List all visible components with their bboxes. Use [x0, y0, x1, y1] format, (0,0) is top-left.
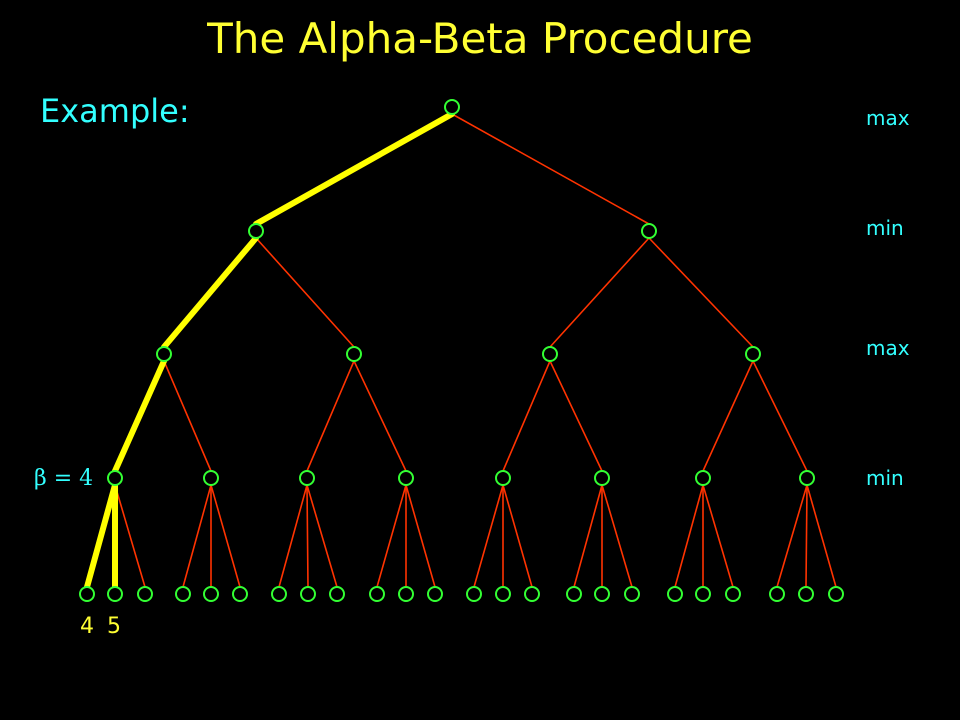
tree-node [695, 470, 711, 486]
leaf-node [137, 586, 153, 602]
highlighted-edge [161, 235, 259, 350]
tree-node [799, 470, 815, 486]
tree-node [203, 470, 219, 486]
beta-annotation: β = 4 [34, 466, 94, 491]
tree-edge [549, 360, 603, 472]
leaf-node [300, 586, 316, 602]
tree-node [248, 223, 264, 239]
slide-title: The Alpha-Beta Procedure [207, 14, 753, 63]
leaf-node [695, 586, 711, 602]
leaf-node [524, 586, 540, 602]
tree-edge [210, 484, 241, 588]
highlighted-edge [84, 482, 118, 590]
tree-node [346, 346, 362, 362]
tree-edge [114, 484, 146, 588]
tree-node [299, 470, 315, 486]
leaf-node [398, 586, 414, 602]
tree-edge [702, 484, 734, 588]
leaf-node [79, 586, 95, 602]
tree-edge [451, 113, 650, 225]
tree-node [594, 470, 610, 486]
tree-edge [353, 360, 407, 472]
leaf-node [329, 586, 345, 602]
example-label: Example: [40, 92, 190, 130]
tree-edge [306, 484, 338, 588]
tree-edge [752, 360, 808, 472]
tree-edge [182, 484, 212, 588]
leaf-node [175, 586, 191, 602]
level-label-min-1: min [866, 216, 904, 240]
tree-edge [502, 484, 533, 588]
tree-edge [306, 484, 309, 588]
leaf-node [828, 586, 844, 602]
level-label-max-2: max [866, 336, 910, 360]
tree-node [745, 346, 761, 362]
tree-edge [674, 484, 704, 588]
leaf-value-2: 5 [107, 614, 121, 639]
leaf-node [369, 586, 385, 602]
leaf-node [769, 586, 785, 602]
highlighted-edge [253, 111, 455, 227]
tree-edge [376, 484, 407, 588]
tree-edge [702, 360, 754, 472]
tree-edge [502, 360, 551, 472]
tree-node [444, 99, 460, 115]
tree-edge [549, 237, 650, 348]
leaf-node [271, 586, 287, 602]
tree-node [156, 346, 172, 362]
leaf-node [624, 586, 640, 602]
tree-node [107, 470, 123, 486]
leaf-node [466, 586, 482, 602]
leaf-node [107, 586, 123, 602]
tree-node [398, 470, 414, 486]
tree-edge [405, 484, 436, 588]
tree-node [542, 346, 558, 362]
leaf-node [495, 586, 511, 602]
leaf-node [427, 586, 443, 602]
level-label-max-1: max [866, 106, 910, 130]
tree-node [641, 223, 657, 239]
leaf-node [232, 586, 248, 602]
tree-edge [278, 484, 308, 588]
tree-edge [473, 484, 504, 588]
leaf-node [566, 586, 582, 602]
highlighted-edge [112, 358, 167, 474]
leaf-node [203, 586, 219, 602]
leaf-value-1: 4 [80, 614, 94, 639]
tree-edge [648, 237, 754, 348]
tree-edge [306, 360, 355, 472]
tree-edge [255, 237, 355, 348]
tree-edge [776, 484, 808, 588]
level-label-min-2: min [866, 466, 904, 490]
tree-edge [601, 484, 633, 588]
tree-edge [573, 484, 603, 588]
tree-edge [805, 484, 808, 588]
leaf-node [667, 586, 683, 602]
tree-edge [163, 360, 212, 472]
leaf-node [798, 586, 814, 602]
leaf-node [594, 586, 610, 602]
tree-edge [806, 484, 837, 588]
leaf-node [725, 586, 741, 602]
tree-node [495, 470, 511, 486]
